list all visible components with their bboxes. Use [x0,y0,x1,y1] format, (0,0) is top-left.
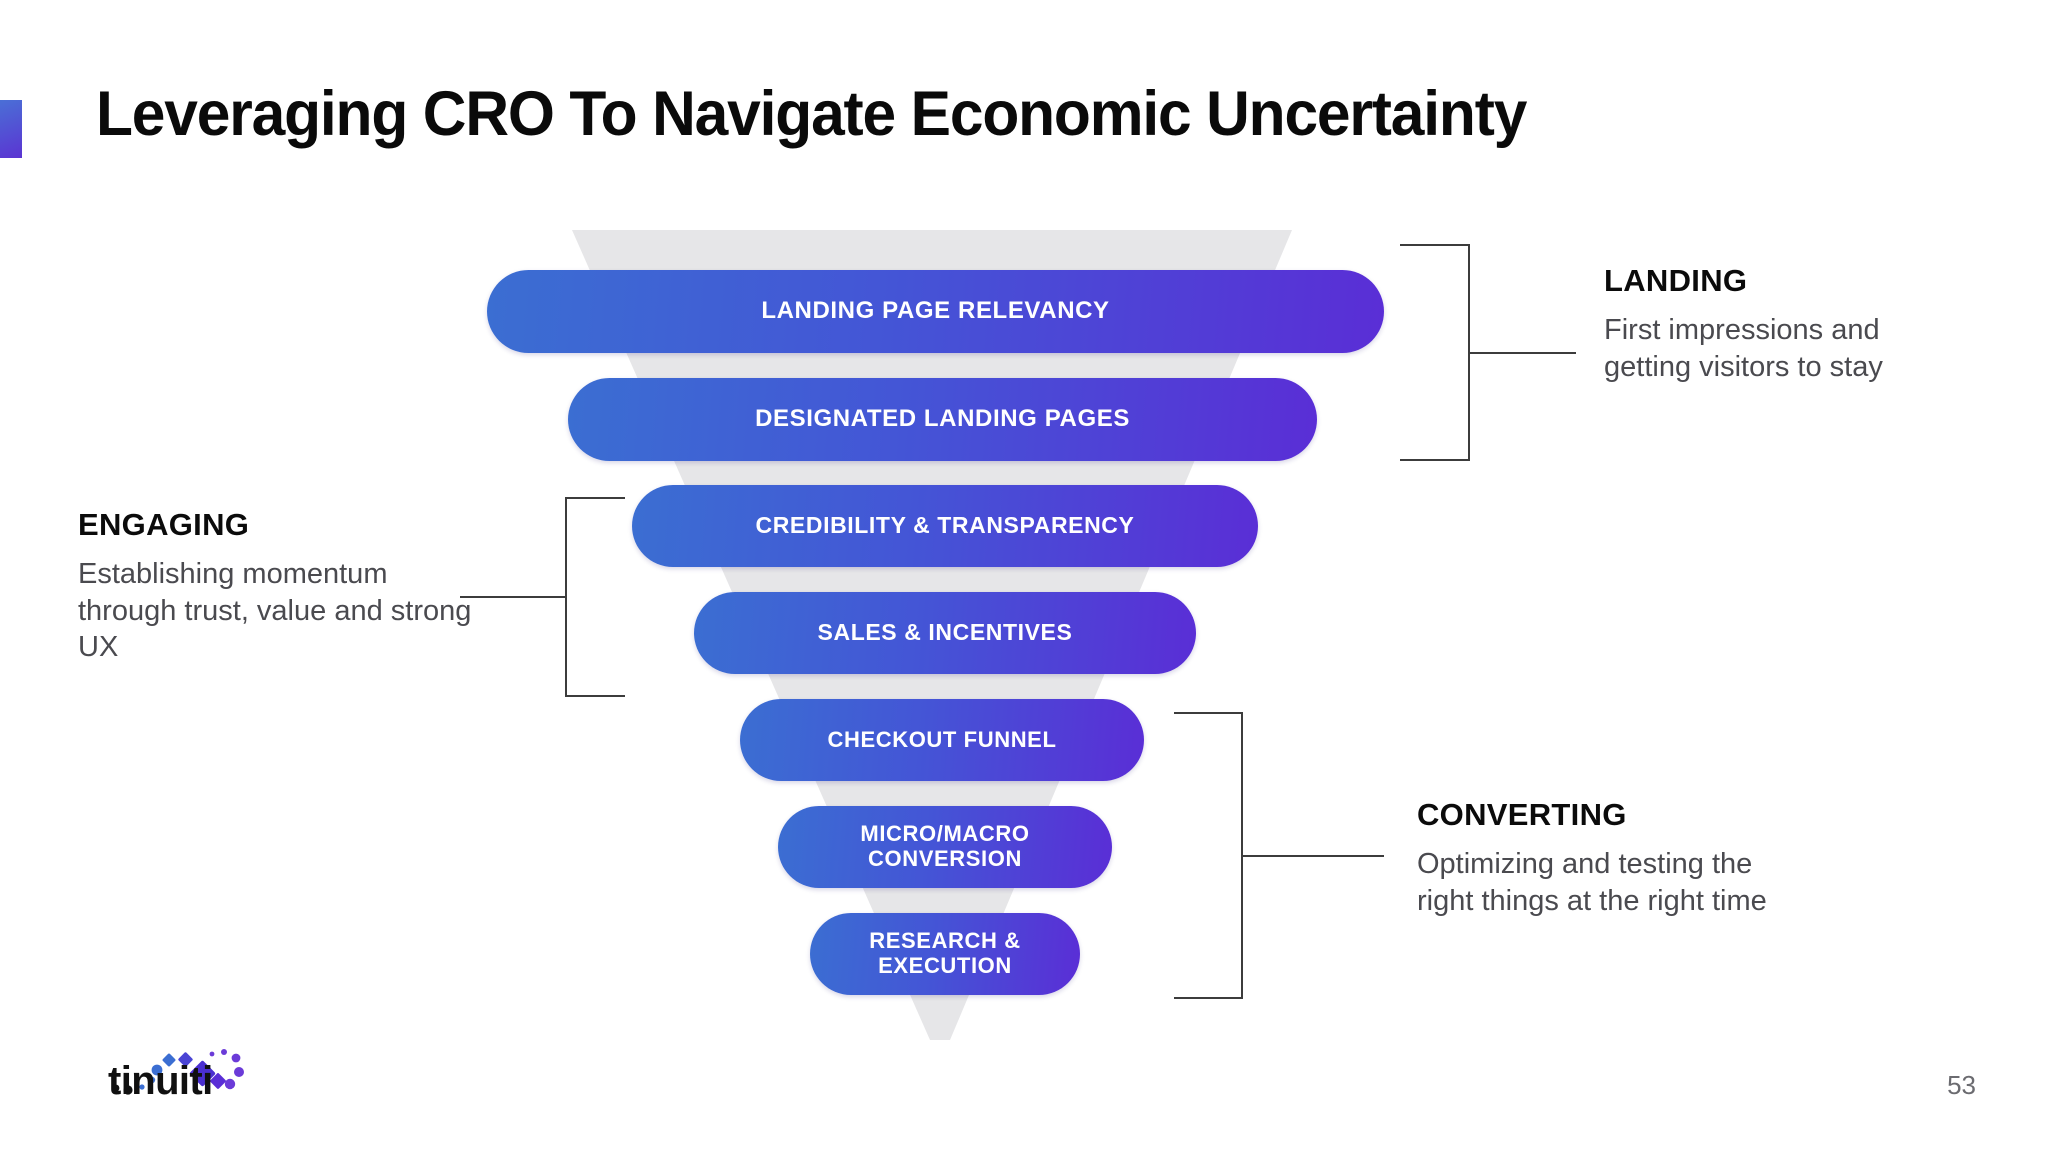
funnel-bar-2-label: DESIGNATED LANDING PAGES [755,405,1130,433]
funnel-bar-5-label: CHECKOUT FUNNEL [827,726,1057,752]
tinuiti-logo-text: tinuiti [108,1059,213,1103]
funnel-bar-7-label-line2: EXECUTION [878,953,1012,978]
funnel-bar-5[interactable]: CHECKOUT FUNNEL [740,699,1144,781]
title-accent-bar [0,100,22,158]
page-number: 53 [1947,1070,1976,1100]
annotation-converting: CONVERTING Optimizing and testing the ri… [1417,797,1777,919]
tinuiti-logo: tinuiti [108,1042,258,1104]
annotation-engaging: ENGAGING Establishing momentum through t… [78,507,473,666]
annotation-landing: LANDING First impressions and getting vi… [1604,263,1934,385]
funnel-bar-7[interactable]: RESEARCH & EXECUTION [810,913,1080,995]
tinuiti-logo-mark [112,1049,244,1095]
bracket-converting [1165,712,1435,999]
funnel-bar-4-label: SALES & INCENTIVES [817,619,1073,646]
funnel-bar-3[interactable]: CREDIBILITY & TRANSPARENCY [632,485,1258,567]
funnel-bar-1[interactable]: LANDING PAGE RELEVANCY [487,270,1384,353]
funnel-bar-3-label: CREDIBILITY & TRANSPARENCY [755,512,1135,539]
page-title: Leveraging CRO To Navigate Economic Unce… [96,79,1527,149]
funnel-bar-4[interactable]: SALES & INCENTIVES [694,592,1196,674]
annotation-converting-body: Optimizing and testing the right things … [1417,848,1767,917]
annotation-landing-body: First impressions and getting visitors t… [1604,314,1883,383]
annotation-converting-heading: CONVERTING [1417,797,1627,832]
funnel-bar-1-label: LANDING PAGE RELEVANCY [761,297,1110,325]
funnel-bar-6-label-line2: CONVERSION [868,846,1022,871]
bracket-engaging [460,497,650,697]
funnel-bar-7-label-line1: RESEARCH & [869,928,1021,954]
annotation-engaging-heading: ENGAGING [78,507,250,542]
funnel-bar-6-label-line1: MICRO/MACRO [860,821,1030,847]
funnel-bar-2[interactable]: DESIGNATED LANDING PAGES [568,378,1317,461]
annotation-landing-heading: LANDING [1604,263,1748,298]
annotation-engaging-body: Establishing momentum through trust, val… [78,558,472,664]
funnel-bar-6[interactable]: MICRO/MACRO CONVERSION [778,806,1112,888]
bracket-landing [1400,244,1590,461]
